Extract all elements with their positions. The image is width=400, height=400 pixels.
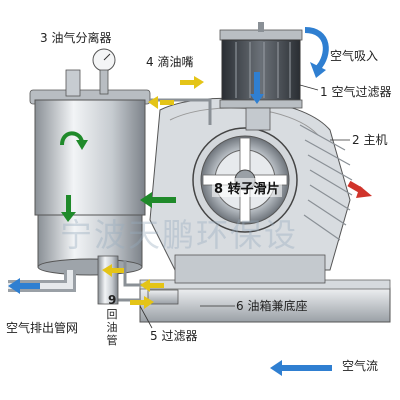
separator-flow-arrow: [60, 131, 88, 222]
oil-drip-arrow: [180, 76, 204, 89]
label-return-pipe-number: 9: [108, 293, 117, 307]
air-intake-arrow: [304, 27, 329, 78]
label-air-intake: 空气吸入: [330, 49, 379, 63]
label-oil-drip: 4 滴油嘴: [146, 55, 194, 69]
intake-down-arrow: [250, 72, 264, 104]
exhaust-arrow: [8, 278, 40, 294]
label-oil-tank: 6 油箱兼底座: [236, 299, 308, 313]
leader-lines: [139, 84, 350, 329]
discharge-arrow: [140, 192, 176, 208]
side-oil-arrow: [148, 96, 174, 109]
oil-filter: [147, 289, 179, 305]
label-air-flow: 空气流: [342, 359, 379, 373]
label-exhaust: 空气排出管网: [6, 321, 79, 335]
label-return-pipe-char-1: 回: [106, 308, 118, 321]
oil-gas-separator: [29, 48, 151, 276]
rotation-arrow: [347, 180, 372, 198]
oil-return-arrows: [102, 264, 164, 309]
legend-arrow: [270, 360, 332, 376]
label-filter: 5 过滤器: [150, 329, 198, 343]
label-return-pipe-char-2: 油: [106, 321, 118, 334]
oil-tank-base: [139, 279, 391, 323]
label-return-pipe-char-3: 管: [106, 334, 118, 347]
label-rotor: 8 转子滑片: [212, 178, 282, 197]
label-air-filter: 1 空气过滤器: [320, 85, 392, 99]
watermark: 宁波天鹏环保设: [60, 216, 299, 254]
label-separator: 3 油气分离器: [40, 31, 112, 45]
label-main-unit: 2 主机: [352, 133, 388, 147]
air-filter: [219, 22, 303, 131]
